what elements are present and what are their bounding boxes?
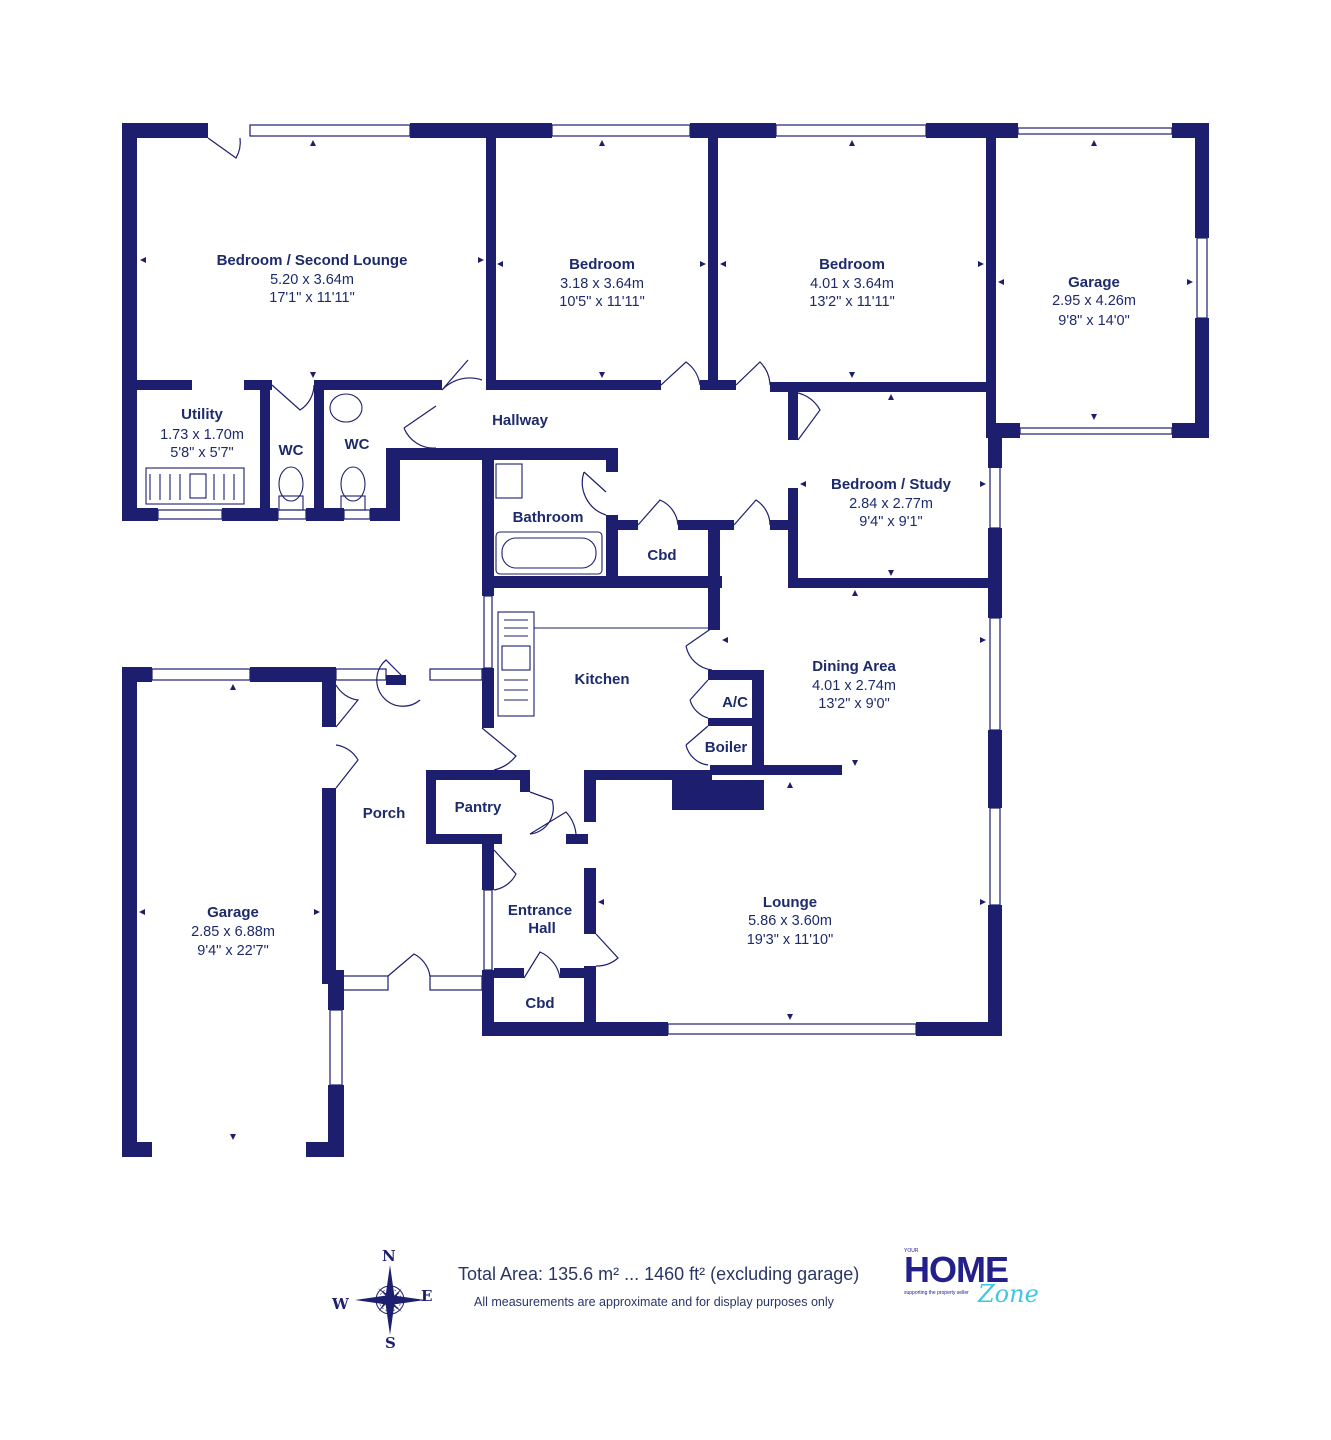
- room-name-hallway: Hallway: [492, 412, 549, 429]
- room-metric-dining: 4.01 x 2.74m: [812, 678, 896, 694]
- room-name-garage2: Garage: [207, 904, 259, 921]
- room-name-bed1: Bedroom: [819, 256, 885, 273]
- fixtures: [145, 393, 708, 717]
- room-name-bathroom: Bathroom: [513, 509, 584, 526]
- dimension-arrows: [139, 140, 1193, 1140]
- floor-plan: Bedroom / Second Lounge 5.20 x 3.64m 17'…: [122, 123, 1209, 1157]
- room-name-entrance: Entrance: [508, 902, 572, 919]
- logo-zone: Zone: [978, 1280, 1039, 1308]
- room-metric-bed1: 4.01 x 3.64m: [810, 276, 894, 292]
- room-imperial-bed2: 17'1" x 11'11": [269, 290, 354, 306]
- room-name-wc2: WC: [345, 436, 370, 453]
- room-name-garage1: Garage: [1068, 274, 1120, 291]
- room-name-bed2: Bedroom / Second Lounge: [217, 252, 408, 269]
- home-zone-logo: YOUR HOME supporting the property seller…: [902, 1248, 1052, 1318]
- room-imperial-garage1: 9'8" x 14'0": [1058, 313, 1129, 329]
- room-name-wc1: WC: [279, 442, 304, 459]
- room-name-kitchen: Kitchen: [574, 671, 629, 688]
- room-imperial-lounge: 19'3" x 11'10": [747, 932, 834, 948]
- room-name-cbd1: Cbd: [647, 547, 676, 564]
- room-name-utility: Utility: [181, 406, 223, 423]
- room-name-dining: Dining Area: [812, 658, 896, 675]
- compass-s: S: [385, 1334, 396, 1352]
- room-name-ac: A/C: [722, 694, 748, 711]
- room-name-entrance-line2: Hall: [528, 920, 556, 937]
- room-name-pantry: Pantry: [455, 799, 502, 816]
- logo-home: HOME: [904, 1249, 1009, 1290]
- room-imperial-garage2: 9'4" x 22'7": [197, 943, 268, 959]
- disclaimer-text: All measurements are approximate and for…: [474, 1295, 834, 1309]
- room-name-study: Bedroom / Study: [831, 476, 952, 493]
- room-name-porch: Porch: [363, 805, 406, 822]
- room-metric-lounge: 5.86 x 3.60m: [748, 913, 832, 929]
- windows: [151, 124, 1208, 1086]
- total-area-text: Total Area: 135.6 m² ... 1460 ft² (exclu…: [458, 1264, 860, 1284]
- room-imperial-study: 9'4" x 9'1": [859, 514, 922, 530]
- room-metric-utility: 1.73 x 1.70m: [160, 427, 244, 443]
- room-metric-garage1: 2.95 x 4.26m: [1052, 293, 1136, 309]
- room-name-boiler: Boiler: [705, 739, 748, 756]
- room-metric-bed3: 3.18 x 3.64m: [560, 276, 644, 292]
- room-imperial-bed3: 10'5" x 11'11": [559, 294, 644, 310]
- room-name-lounge: Lounge: [763, 894, 817, 911]
- compass-rose-icon: N S E W: [331, 1247, 432, 1352]
- compass-n: N: [382, 1247, 396, 1265]
- room-imperial-bed1: 13'2" x 11'11": [809, 294, 894, 310]
- room-metric-study: 2.84 x 2.77m: [849, 496, 933, 512]
- room-labels: Bedroom / Second Lounge 5.20 x 3.64m 17'…: [160, 252, 1136, 1012]
- room-metric-bed2: 5.20 x 3.64m: [270, 272, 354, 288]
- room-name-bed3: Bedroom: [569, 256, 635, 273]
- walls: [122, 123, 1209, 1157]
- compass-e: E: [421, 1287, 432, 1305]
- compass-w: W: [331, 1295, 350, 1313]
- logo-your: YOUR: [904, 1248, 919, 1254]
- door-swings: [207, 137, 821, 979]
- room-metric-garage2: 2.85 x 6.88m: [191, 924, 275, 940]
- room-imperial-utility: 5'8" x 5'7": [170, 445, 233, 461]
- room-imperial-dining: 13'2" x 9'0": [818, 696, 889, 712]
- room-name-cbd2: Cbd: [525, 995, 554, 1012]
- logo-tagline: supporting the property seller: [904, 1290, 969, 1296]
